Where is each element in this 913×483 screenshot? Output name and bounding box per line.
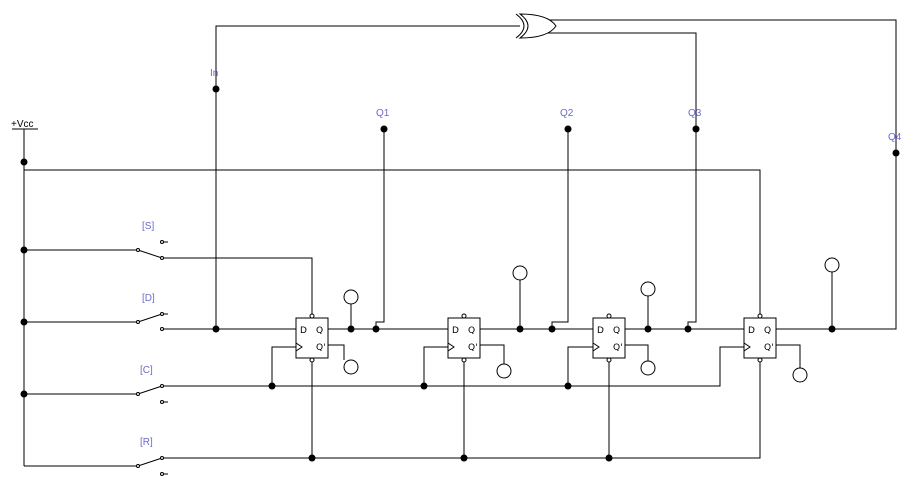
switch-d-label: [D] xyxy=(142,293,155,304)
ff1-q-pin: Q xyxy=(316,326,323,336)
wires xyxy=(12,19,897,467)
in-label: In xyxy=(210,68,218,79)
ff1-qbar-pin: Q' xyxy=(316,343,326,353)
xor-gate xyxy=(515,13,557,39)
junction-dots xyxy=(20,85,900,462)
q3bar-indicator[interactable] xyxy=(640,360,656,376)
flip-flop-1: D Q Q' xyxy=(295,313,329,363)
ff2-q-pin: Q xyxy=(468,326,475,336)
vcc-label: +Vcc xyxy=(11,119,34,130)
q1bar-indicator[interactable] xyxy=(343,359,359,375)
flip-flop-4: D Q Q' xyxy=(743,313,777,363)
ff2-qbar-pin: Q' xyxy=(468,343,478,353)
q2bar-indicator[interactable] xyxy=(496,363,512,379)
ff4-qbar-pin: Q' xyxy=(764,343,774,353)
q2-label: Q2 xyxy=(560,108,574,119)
ff3-d-pin: D xyxy=(597,326,604,336)
flip-flop-3: D Q Q' xyxy=(592,313,626,363)
ff2-d-pin: D xyxy=(452,326,459,336)
switch-d[interactable] xyxy=(136,312,169,331)
switch-r-label: [R] xyxy=(140,437,153,448)
ff1-d-pin: D xyxy=(300,326,307,336)
ff3-q-pin: Q xyxy=(613,326,620,336)
q4-indicator[interactable] xyxy=(824,257,840,273)
switch-c-label: [C] xyxy=(140,365,153,376)
switch-r[interactable] xyxy=(136,456,169,476)
q3-label: Q3 xyxy=(688,108,702,119)
q1-label: Q1 xyxy=(376,108,390,119)
switch-s-label: [S] xyxy=(142,221,154,232)
q4bar-indicator[interactable] xyxy=(792,367,808,383)
ff4-q-pin: Q xyxy=(764,326,771,336)
switch-c[interactable] xyxy=(136,384,169,404)
ff4-d-pin: D xyxy=(748,326,755,336)
q4-label: Q4 xyxy=(888,132,902,143)
ff3-qbar-pin: Q' xyxy=(613,343,623,353)
flip-flop-2: D Q Q' xyxy=(447,313,481,363)
q1-indicator[interactable] xyxy=(343,289,359,305)
q3-indicator[interactable] xyxy=(640,281,656,297)
output-indicators xyxy=(343,257,840,383)
switch-s[interactable] xyxy=(136,240,169,260)
q2-indicator[interactable] xyxy=(512,265,528,281)
